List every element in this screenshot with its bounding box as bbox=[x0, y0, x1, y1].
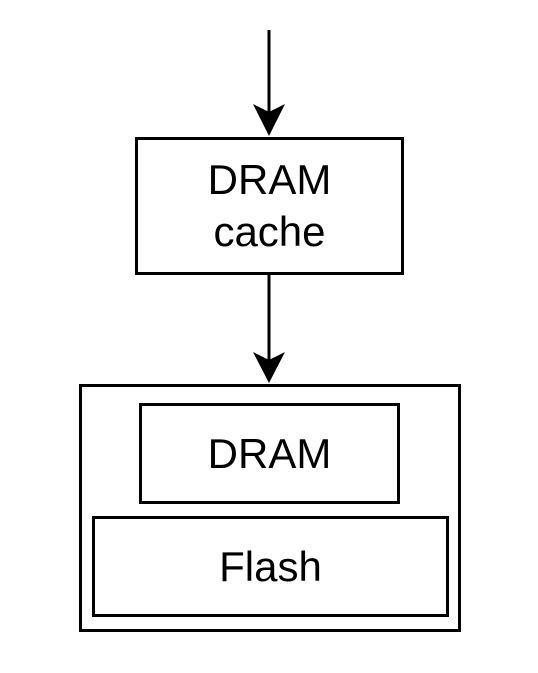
flash-label: Flash bbox=[219, 542, 322, 590]
dram-cache-label-line1: DRAM bbox=[207, 156, 332, 203]
dram-box: DRAM bbox=[139, 403, 400, 504]
dram-label: DRAM bbox=[207, 429, 332, 477]
incoming-arrow bbox=[253, 30, 285, 136]
flash-box: Flash bbox=[92, 516, 449, 617]
dram-cache-box: DRAM cache bbox=[135, 137, 404, 275]
dram-cache-label: DRAM cache bbox=[208, 154, 332, 258]
dram-cache-label-line2: cache bbox=[213, 208, 326, 255]
cache-to-memory-arrow bbox=[253, 275, 285, 383]
